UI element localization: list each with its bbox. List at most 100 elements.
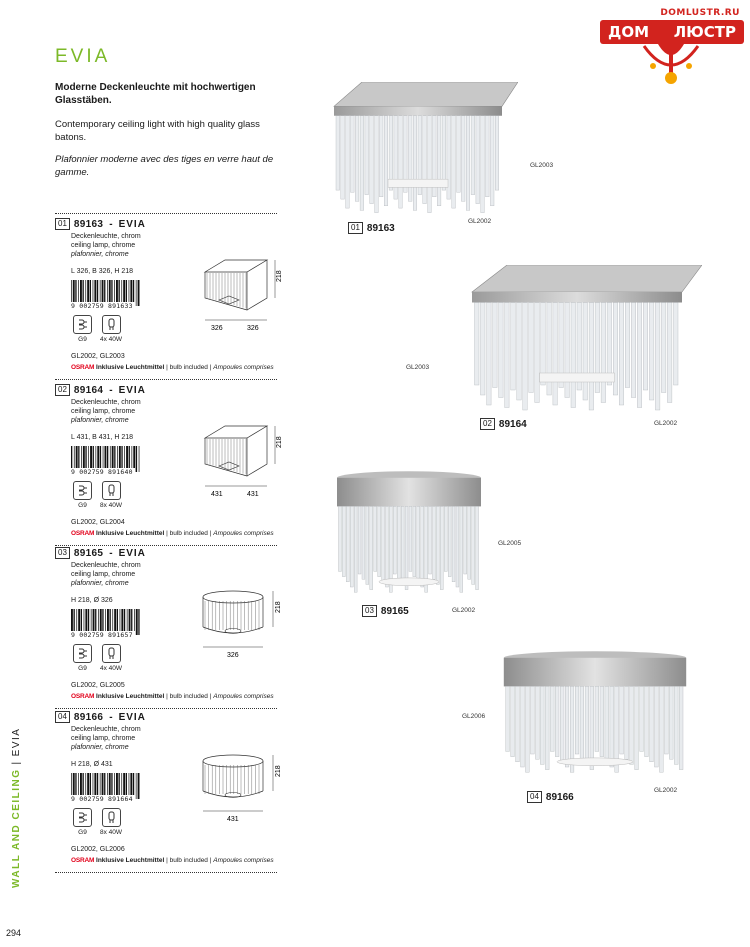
barcode-number: 9 002759 891664	[71, 795, 135, 803]
osram-logo: OSRAM	[71, 364, 95, 371]
product-name: EVIA	[118, 711, 146, 723]
wattage: 8x 40W	[100, 502, 123, 509]
photo-number: 04	[527, 791, 542, 803]
chandelier-logo-graphic	[642, 44, 700, 84]
description-english: ceiling lamp, chrome	[71, 734, 136, 742]
socket-type: G9	[78, 502, 87, 509]
part-callout: GL2002	[654, 420, 678, 427]
photo-code: 89166	[545, 791, 574, 803]
product-code: 89163	[73, 218, 104, 230]
bulb-included-note: OSRAM Inklusive Leuchtmittel | bulb incl…	[71, 857, 274, 864]
dimension-height: 218	[275, 765, 282, 777]
product-divider	[55, 545, 277, 546]
bulb-icon	[108, 647, 115, 659]
logo-url: DOMLUSTR.RU	[660, 8, 740, 18]
description-french: plafonnier, chrome	[71, 743, 129, 751]
product-divider	[55, 379, 277, 380]
socket-info: G9	[73, 315, 92, 343]
product-photo	[471, 265, 702, 411]
spare-parts: GL2002, GL2005	[71, 682, 125, 689]
dimension-drawing: 218 326	[202, 590, 282, 659]
bulb-included-en: bulb included	[169, 530, 208, 537]
bulb-icon	[108, 811, 115, 823]
description-french: plafonnier, chrome	[71, 416, 129, 424]
product-code: 89164	[73, 384, 104, 396]
photo-code: 89163	[366, 222, 395, 234]
spare-parts: GL2002, GL2004	[71, 519, 125, 526]
socket-icon-box	[73, 315, 92, 334]
bulb-icon-box	[101, 644, 121, 663]
wattage-info: 8x 40W	[100, 808, 122, 836]
description-german: Deckenleuchte, chrom	[71, 399, 141, 406]
product-divider	[55, 872, 277, 873]
bulb-icon-box	[101, 808, 121, 827]
socket-icon-box	[73, 644, 92, 663]
osram-logo: OSRAM	[71, 530, 95, 537]
dimension-length: 431	[211, 491, 223, 498]
brand-logo: DOMLUSTR.RU ДОМ ЛЮСТР	[596, 6, 746, 88]
bulb-icon-box	[101, 315, 121, 334]
product-code: 89165	[73, 547, 104, 559]
socket-type: G9	[78, 665, 87, 672]
product-code: 89166	[73, 711, 104, 723]
product-photo	[337, 471, 481, 593]
description-german: Deckenleuchte, chrom	[71, 726, 141, 733]
description-english: ceiling lamp, chrome	[71, 241, 136, 249]
socket-info: G9	[73, 481, 92, 509]
part-callout: GL2003	[530, 162, 554, 169]
socket-type: G9	[78, 829, 87, 836]
dimension-height: 218	[275, 601, 282, 613]
product-name: EVIA	[118, 218, 146, 230]
dimension-height: 218	[276, 270, 283, 282]
barcode-number: 9 002759 891633	[71, 302, 135, 310]
intro-french: Plafonnier moderne avec des tiges en ver…	[55, 154, 274, 178]
product-name: EVIA	[118, 547, 146, 559]
osram-logo: OSRAM	[71, 693, 95, 700]
sidebar-section: WALL AND CEILING	[11, 768, 22, 888]
bulb-included-fr: Ampoules comprises	[213, 530, 274, 537]
wattage-info: 8x 40W	[100, 481, 122, 509]
dimension-width: 431	[247, 491, 259, 498]
bulb-included-note: OSRAM Inklusive Leuchtmittel | bulb incl…	[71, 693, 274, 700]
dimension-diameter: 326	[227, 652, 239, 659]
product-number: 02	[55, 384, 70, 396]
description-german: Deckenleuchte, chrom	[71, 233, 141, 240]
part-callout: GL2006	[462, 713, 486, 720]
collection-title: EVIA	[55, 46, 111, 67]
bulb-info: G9 8x 40W	[73, 481, 122, 509]
bulb-included-note: OSRAM Inklusive Leuchtmittel | bulb incl…	[71, 530, 274, 537]
product-separator: -	[109, 711, 113, 723]
lamp-socket-icon	[79, 648, 87, 659]
socket-type: G9	[78, 336, 87, 343]
sidebar-collection: EVIA	[11, 727, 22, 757]
bulb-included-de: Inklusive Leuchtmittel	[96, 364, 165, 371]
bulb-included-note: OSRAM Inklusive Leuchtmittel | bulb incl…	[71, 364, 274, 371]
barcode-number: 9 002759 891657	[71, 631, 135, 639]
bulb-info: G9 8x 40W	[73, 808, 122, 836]
lamp-socket-icon	[79, 319, 87, 330]
product-dimensions: H 218, Ø 431	[71, 761, 113, 768]
part-callout: GL2005	[498, 540, 522, 547]
osram-logo: OSRAM	[71, 857, 95, 864]
bulb-icon	[108, 318, 115, 330]
part-callout: GL2002	[468, 218, 492, 225]
bulb-included-en: bulb included	[169, 857, 208, 864]
wattage: 8x 40W	[100, 829, 123, 836]
page-number: 294	[6, 928, 22, 938]
spare-parts: GL2002, GL2006	[71, 846, 125, 853]
barcode	[71, 773, 140, 799]
photo-number: 02	[480, 418, 495, 430]
part-callout: GL2002	[654, 787, 678, 794]
logo-bar	[600, 20, 744, 44]
